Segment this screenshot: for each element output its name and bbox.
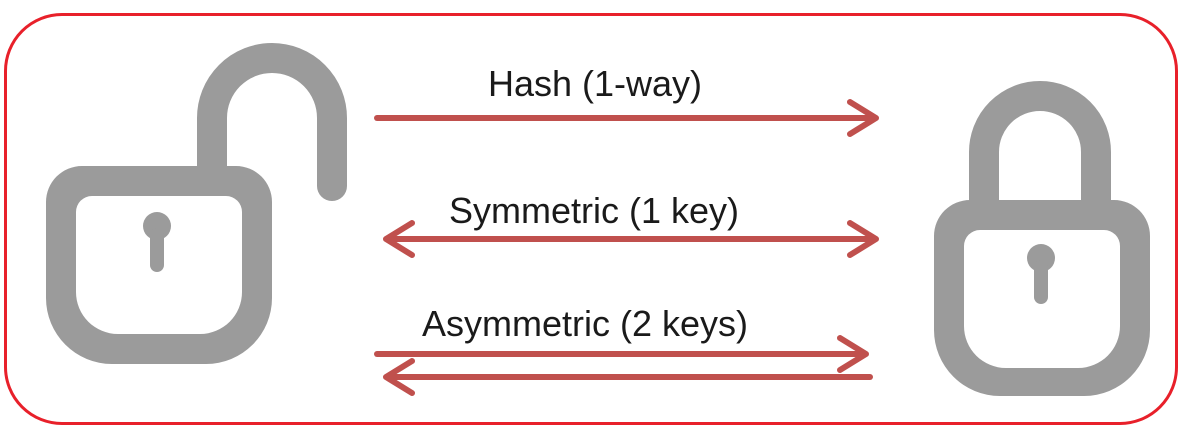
- unlocked-padlock-icon: [46, 43, 347, 364]
- hash-label: Hash (1-way): [488, 63, 703, 104]
- symmetric-label: Symmetric (1 key): [449, 190, 740, 231]
- symmetric-arrow: [383, 220, 879, 258]
- asymmetric-label: Asymmetric (2 keys): [422, 303, 749, 344]
- diagram-border: [4, 13, 1178, 425]
- locked-padlock-icon: [934, 81, 1150, 396]
- asymmetric-backward-arrow: [383, 358, 873, 396]
- unlocked-keyhole-top: [143, 212, 171, 240]
- locked-shackle: [969, 81, 1111, 218]
- unlocked-body: [46, 166, 272, 364]
- unlocked-keyhole-stem: [150, 228, 164, 272]
- hash-arrow: [374, 99, 879, 137]
- asymmetric-forward-arrow: [374, 335, 869, 373]
- unlocked-shackle: [197, 43, 347, 201]
- locked-keyhole-stem: [1034, 260, 1048, 304]
- locked-keyhole-top: [1027, 244, 1055, 272]
- locked-body: [934, 200, 1150, 396]
